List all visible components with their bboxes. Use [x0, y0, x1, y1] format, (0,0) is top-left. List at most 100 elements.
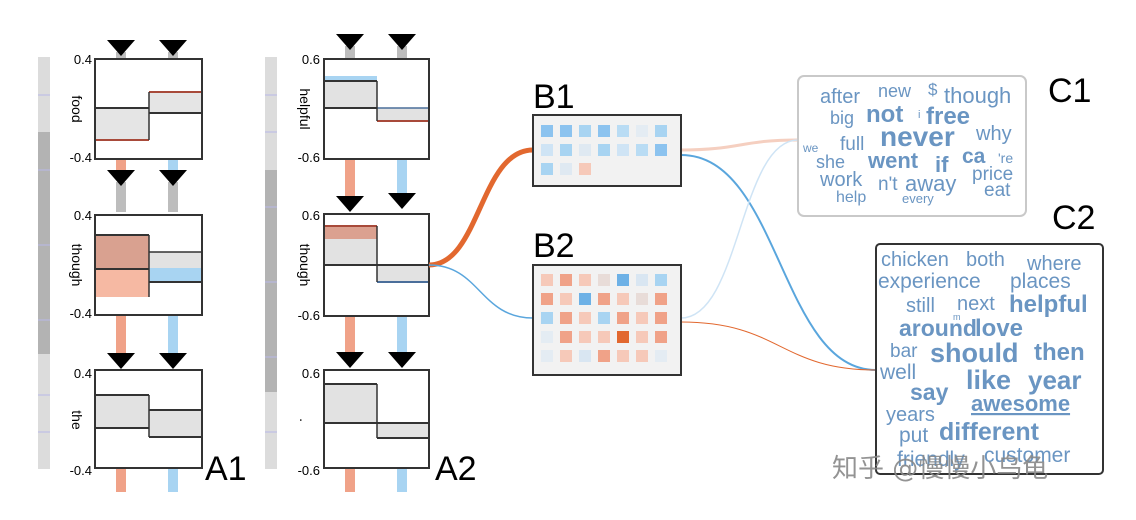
c1-word[interactable]: help [836, 189, 866, 206]
c2-word[interactable]: where [1026, 253, 1081, 275]
c2-word[interactable]: next [957, 293, 995, 315]
c1-word[interactable]: free [926, 103, 970, 130]
a2-row-period[interactable]: 0.6 -0.6 . [297, 366, 430, 478]
link-a2-b2[interactable] [428, 264, 534, 319]
c1-word[interactable]: full [840, 134, 864, 155]
c2-word[interactable]: chicken [881, 249, 949, 271]
c2-word[interactable]: m [953, 312, 961, 322]
a2-row-word: . [297, 418, 313, 422]
panel-a1: 0.4 -0.4 food 0.4 -0.4 though [38, 40, 203, 492]
panel-c2[interactable]: chicken both where experience places still nex… [875, 243, 1104, 475]
b2-heatmap-cell [636, 312, 648, 324]
c2-word[interactable]: places [1010, 270, 1071, 293]
b2-heatmap-cell [579, 312, 591, 324]
c2-word[interactable]: awesome [971, 391, 1070, 416]
c1-word[interactable]: work [819, 169, 863, 191]
c2-word[interactable]: bar [890, 341, 918, 362]
b2-heatmap-cell [560, 350, 572, 362]
c1-word[interactable]: new [878, 81, 912, 101]
b1-heatmap-cell [636, 125, 648, 137]
b1-heatmap-cell [598, 125, 610, 137]
a2-row-helpful[interactable]: 0.6 -0.6 helpful [297, 52, 430, 165]
c1-word[interactable]: eat [984, 180, 1011, 201]
c2-word[interactable]: years [886, 404, 935, 426]
b2-heatmap-cell [598, 274, 610, 286]
c1-word[interactable]: big [830, 108, 854, 128]
link-b2-c2[interactable] [680, 321, 877, 371]
c1-word[interactable]: she [816, 152, 845, 172]
watermark-text: 知乎 @慢慢小乌龟 [832, 454, 1049, 484]
c2-word[interactable]: say [910, 379, 949, 405]
b2-heatmap-cell [617, 331, 629, 343]
b2-heatmap-cell [541, 293, 553, 305]
c1-word[interactable]: ca [962, 145, 986, 168]
panel-label-a1: A1 [205, 450, 247, 488]
link-b1-c1[interactable] [680, 138, 799, 152]
c1-word[interactable]: not [866, 101, 903, 128]
a1-row-ymin: -0.4 [70, 306, 92, 321]
c1-word[interactable]: n't [878, 174, 898, 195]
c1-word[interactable]: why [975, 123, 1012, 145]
a1-row-word: the [69, 410, 85, 430]
c2-word[interactable]: like [966, 365, 1011, 395]
c2-word[interactable]: experience [878, 270, 981, 293]
c2-word[interactable]: year [1028, 365, 1082, 395]
c2-word[interactable]: around [899, 315, 977, 341]
a2-row-word: helpful [297, 88, 313, 129]
b2-heatmap-cell [598, 293, 610, 305]
a1-row-ymax: 0.4 [74, 366, 92, 381]
a2-row-ymax: 0.6 [302, 366, 320, 381]
c1-word[interactable]: went [867, 148, 919, 173]
c1-word[interactable]: if [935, 152, 949, 177]
panel-label-a2: A2 [435, 450, 477, 488]
c1-word[interactable]: price [972, 164, 1013, 185]
link-a2-b1[interactable] [428, 147, 534, 268]
a2-scroll-thumb[interactable] [265, 170, 277, 392]
a2-row-though[interactable]: 0.6 -0.6 though [297, 208, 430, 323]
c1-word[interactable]: never [880, 121, 955, 152]
b2-heatmap-cell [541, 350, 553, 362]
c1-word[interactable]: though [944, 83, 1011, 108]
panel-b2[interactable] [532, 264, 682, 376]
a1-row-ymin: -0.4 [70, 150, 92, 165]
a1-gate-arrow-icon [107, 170, 135, 186]
c2-word[interactable]: then [1034, 339, 1085, 366]
b1-heatmap-cell [579, 125, 591, 137]
c2-word[interactable]: different [939, 418, 1040, 446]
c1-word[interactable]: 're [998, 150, 1013, 166]
b1-heatmap-cell [617, 144, 629, 156]
c2-word[interactable]: should [930, 338, 1019, 368]
b1-heatmap-cell [579, 144, 591, 156]
c1-word[interactable]: we [802, 141, 819, 155]
c2-word[interactable]: still [906, 295, 935, 317]
b2-heatmap-cell [617, 312, 629, 324]
b2-heatmap-cell [636, 331, 648, 343]
a1-row-though[interactable]: 0.4 -0.4 though [69, 208, 203, 321]
c2-word[interactable]: friendly [897, 448, 965, 471]
b2-heatmap-cell [560, 312, 572, 324]
c2-word[interactable]: both [966, 249, 1005, 271]
b2-heatmap-cell [655, 274, 667, 286]
c1-word[interactable]: i [918, 109, 920, 121]
panel-label-b1: B1 [533, 78, 575, 116]
c1-word[interactable]: after [820, 86, 860, 108]
c1-word[interactable]: $ [928, 80, 938, 99]
a1-scroll-thumb[interactable] [38, 132, 50, 354]
a1-row-food[interactable]: 0.4 -0.4 food [69, 52, 203, 165]
c2-word[interactable]: love [975, 315, 1023, 342]
a1-row-the[interactable]: 0.4 -0.4 the [69, 366, 203, 478]
c2-word[interactable]: helpful [1009, 291, 1088, 318]
b1-heatmap-cell [541, 125, 553, 137]
b1-heatmap-cell [579, 163, 591, 175]
b2-heatmap-cell [541, 274, 553, 286]
link-b1-c2[interactable] [680, 154, 877, 371]
panel-b1[interactable] [532, 114, 682, 187]
a1-gate-arrow-icon [159, 170, 187, 186]
link-b2-c1[interactable] [680, 139, 799, 319]
c1-word[interactable]: every [902, 191, 934, 206]
c2-word[interactable]: well [879, 361, 916, 384]
c1-word[interactable]: away [905, 171, 956, 196]
c2-word[interactable]: put [899, 424, 928, 447]
c2-word[interactable]: customer [984, 444, 1070, 467]
